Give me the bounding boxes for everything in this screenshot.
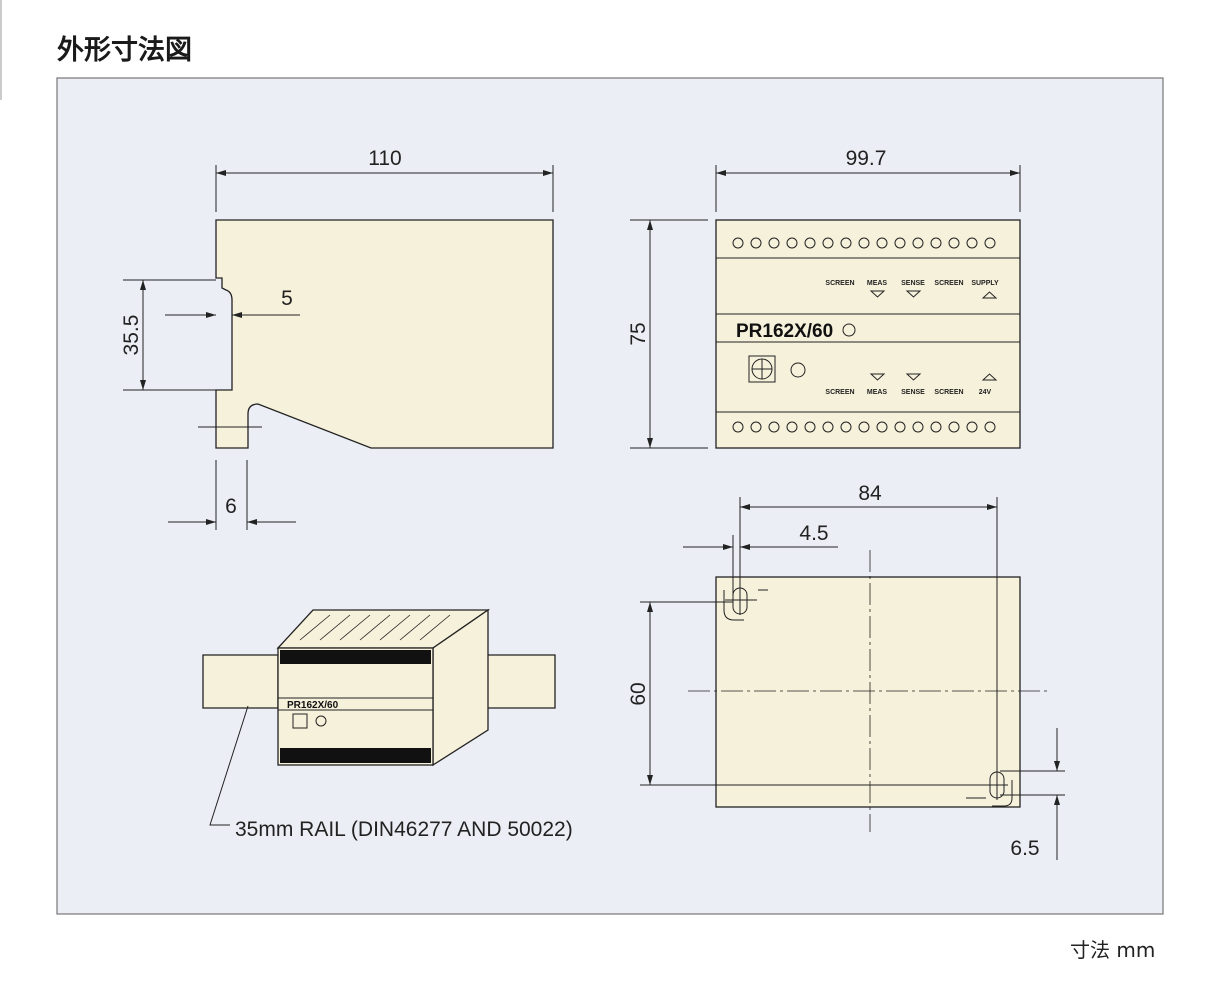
isometric-view: PR162X/60 35mm RAIL (DIN46277 AND 50022) (202, 608, 573, 841)
svg-text:SCREEN: SCREEN (934, 389, 963, 396)
svg-text:SUPPLY: SUPPLY (971, 280, 999, 287)
terminal-screw-icon (984, 237, 996, 249)
svg-text:MEAS: MEAS (867, 280, 888, 287)
terminal-screw-icon (840, 237, 852, 249)
dim-mount-offset: 4.5 (799, 522, 828, 545)
svg-text:SCREEN: SCREEN (825, 389, 854, 396)
terminal-screw-icon (966, 421, 978, 433)
side-view: 110 35.5 5 6 (120, 147, 554, 530)
unit-note: 寸法 mm (1070, 938, 1156, 962)
terminal-screw-icon (822, 237, 834, 249)
terminal-screw-icon (948, 421, 960, 433)
terminal-screw-icon (804, 237, 816, 249)
svg-text:SENSE: SENSE (901, 280, 925, 287)
terminal-screw-icon (768, 237, 780, 249)
terminal-screw-icon (894, 237, 906, 249)
terminal-screw-icon (876, 237, 888, 249)
terminal-screw-icon (858, 237, 870, 249)
dim-front-height: 75 (627, 322, 650, 345)
terminal-screw-icon (930, 237, 942, 249)
svg-text:SCREEN: SCREEN (825, 280, 854, 287)
model-label: PR162X/60 (736, 321, 833, 342)
dim-foot: 6 (225, 495, 237, 518)
terminal-screw-icon (840, 421, 852, 433)
terminal-screw-icon (786, 237, 798, 249)
terminal-screw-icon (732, 421, 744, 433)
front-view: 99.7 75 PR162X/60 SCREEN MEAS SENSE SCRE… (627, 147, 1021, 449)
dim-notch: 5 (281, 287, 293, 310)
svg-text:SENSE: SENSE (901, 389, 925, 396)
svg-text:SCREEN: SCREEN (934, 280, 963, 287)
rail-caption: 35mm RAIL (DIN46277 AND 50022) (235, 818, 573, 841)
terminal-screw-icon (966, 237, 978, 249)
terminal-screw-icon (786, 421, 798, 433)
svg-text:24V: 24V (979, 389, 992, 396)
svg-text:MEAS: MEAS (867, 389, 888, 396)
terminal-screw-icon (768, 421, 780, 433)
dim-slot: 6.5 (1010, 837, 1039, 860)
terminal-screw-icon (876, 421, 888, 433)
dim-front-width: 99.7 (846, 147, 887, 170)
terminal-screw-icon (930, 421, 942, 433)
dim-mount-height: 60 (627, 682, 650, 705)
mounting-view: 84 4.5 60 6.5 (627, 482, 1065, 860)
dim-rail-height: 35.5 (120, 315, 143, 356)
terminal-screw-icon (858, 421, 870, 433)
terminal-screw-icon (750, 421, 762, 433)
dim-side-width: 110 (368, 147, 401, 170)
terminal-screw-icon (732, 237, 744, 249)
terminal-screw-icon (912, 237, 924, 249)
terminal-screw-icon (750, 237, 762, 249)
dim-mount-width: 84 (858, 482, 882, 505)
page-edge-line (0, 0, 2, 100)
terminal-screw-icon (984, 421, 996, 433)
terminal-screw-icon (822, 421, 834, 433)
terminal-screw-icon (804, 421, 816, 433)
terminal-screw-icon (894, 421, 906, 433)
terminal-screw-icon (912, 421, 924, 433)
terminal-screw-icon (948, 237, 960, 249)
page-title: 外形寸法図 (57, 35, 192, 66)
iso-model-label: PR162X/60 (287, 700, 339, 711)
